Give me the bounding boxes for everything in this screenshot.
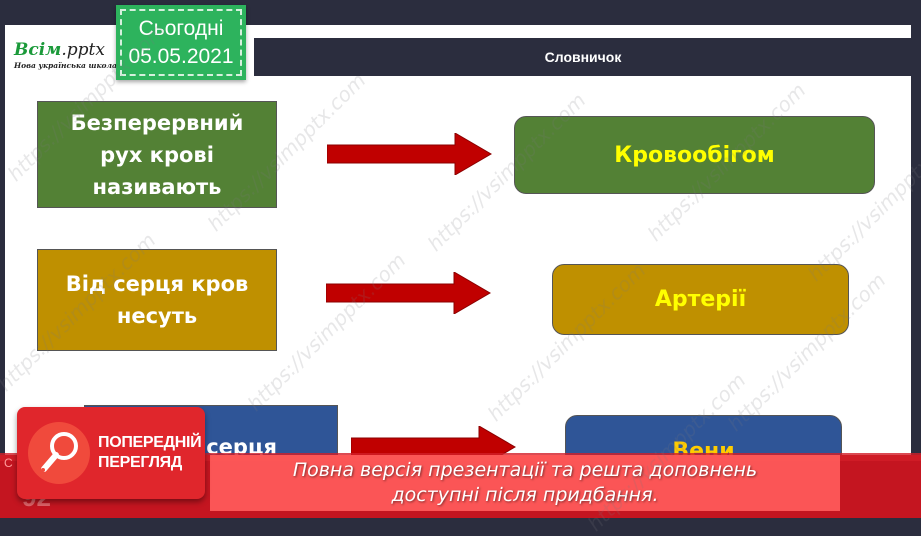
logo-brand-ext: .pptx <box>61 40 105 60</box>
preview-label-line2: ПЕРЕГЛЯД <box>98 454 182 471</box>
left-strip-text: С <box>4 456 13 470</box>
question-box-1: Безперервний рух крові називають <box>37 101 277 208</box>
preview-badge[interactable]: ПОПЕРЕДНІЙ ПЕРЕГЛЯД <box>17 407 205 499</box>
answer-box-2[interactable]: Артерії <box>552 264 849 335</box>
preview-message: Повна версія презентації та решта доповн… <box>210 455 840 511</box>
preview-label-line1: ПОПЕРЕДНІЙ <box>98 434 202 451</box>
answer-text-1: Кровообігом <box>614 142 775 168</box>
question-text-2: Від серця кров несуть <box>65 272 249 328</box>
preview-message-line1: Повна версія презентації та решта доповн… <box>292 459 758 481</box>
logo-tagline: Нова українська школа <box>14 61 117 70</box>
answer-box-1[interactable]: Кровообігом <box>514 116 875 194</box>
arrow-right-icon <box>326 272 491 314</box>
logo-brand: Всім <box>14 40 62 60</box>
date-badge: Сьогодні 05.05.2021 <box>116 5 246 80</box>
slide-title-bar: Словничок <box>254 38 912 76</box>
date-label: Сьогодні <box>138 16 224 40</box>
arrow-right-icon <box>327 133 492 175</box>
date-value: 05.05.2021 <box>128 44 234 68</box>
slide-title: Словничок <box>544 49 622 65</box>
magnifier-icon <box>28 422 90 484</box>
left-strip-text: п <box>6 438 13 452</box>
question-text-1: Безперервний рух крові називають <box>70 110 244 199</box>
logo: Всім.pptx Нова українська школа <box>14 40 117 70</box>
question-box-2: Від серця кров несуть <box>37 249 277 351</box>
answer-text-2: Артерії <box>654 287 747 312</box>
preview-message-line2: доступні після придбання. <box>391 484 659 506</box>
